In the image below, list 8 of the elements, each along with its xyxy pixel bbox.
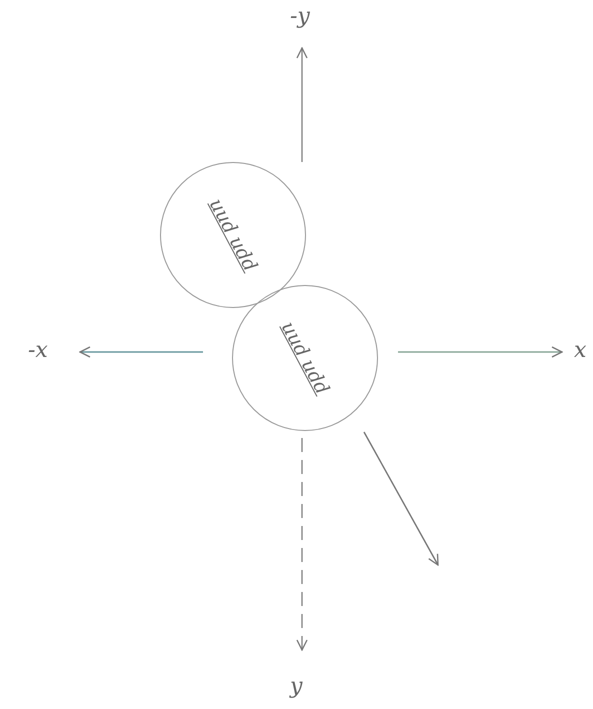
axis-label: -y xyxy=(290,6,310,28)
particle-circle xyxy=(160,162,306,308)
quark-content-label: uud udd xyxy=(204,194,262,276)
axis-label: x xyxy=(574,340,586,362)
axis-label: -x xyxy=(28,340,48,362)
axis-label: y xyxy=(290,676,302,698)
quark-content-label: uud udd xyxy=(276,318,334,398)
particle-circle xyxy=(232,285,378,431)
